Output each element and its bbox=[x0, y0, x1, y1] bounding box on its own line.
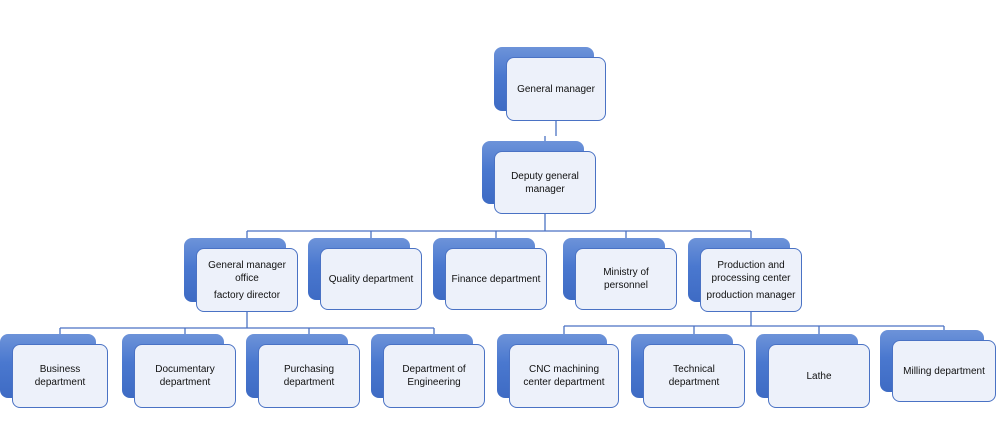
org-node-deputy-general-manager: Deputy general manager bbox=[482, 141, 596, 214]
org-node-documentary-department: Documentary department bbox=[122, 334, 236, 408]
node-title: Technical department bbox=[668, 364, 720, 388]
node-label-box: Documentary department bbox=[134, 344, 236, 408]
node-label-box: Milling department bbox=[892, 340, 996, 402]
org-node-quality-department: Quality department bbox=[308, 238, 422, 310]
node-label-box: Purchasing department bbox=[258, 344, 360, 408]
org-node-milling-department: Milling department bbox=[880, 330, 996, 402]
node-label-box: General manager bbox=[506, 57, 606, 121]
node-title: Deputy general manager bbox=[511, 170, 579, 195]
org-node-finance-department: Finance department bbox=[433, 238, 547, 310]
org-node-cnc-machining-center-department: CNC machining center department bbox=[497, 334, 619, 408]
org-node-ministry-of-personnel: Ministry of personnel bbox=[563, 238, 677, 310]
org-node-lathe: Lathe bbox=[756, 334, 870, 408]
org-node-business-department: Business department bbox=[0, 334, 108, 408]
node-label-box: Finance department bbox=[445, 248, 547, 310]
node-label-box: Technical department bbox=[643, 344, 745, 408]
node-label-box: Business department bbox=[12, 344, 108, 408]
node-title: Documentary department bbox=[155, 364, 215, 388]
node-label-box: Quality department bbox=[320, 248, 422, 310]
node-subtitle: production manager bbox=[706, 289, 796, 301]
node-title: General manager bbox=[517, 83, 595, 95]
node-title: Finance department bbox=[451, 273, 541, 285]
node-title: Production and processing center bbox=[711, 259, 791, 284]
node-label-box: Production and processing center producti… bbox=[700, 248, 802, 312]
node-title: Milling department bbox=[903, 365, 985, 377]
node-subtitle: factory director bbox=[213, 289, 281, 301]
node-label-box: Deputy general manager bbox=[494, 151, 596, 214]
node-title: General manager office bbox=[208, 259, 286, 284]
node-title: Department of Engineering bbox=[402, 364, 466, 388]
org-node-technical-department: Technical department bbox=[631, 334, 745, 408]
node-title: CNC machining center department bbox=[523, 364, 605, 388]
node-label-box: CNC machining center department bbox=[509, 344, 619, 408]
node-label-box: Ministry of personnel bbox=[575, 248, 677, 310]
node-label-box: General manager office factory director bbox=[196, 248, 298, 312]
node-title: Lathe bbox=[806, 370, 832, 382]
node-label-box: Department of Engineering bbox=[383, 344, 485, 408]
org-node-production-and-processing-center: Production and processing center producti… bbox=[688, 238, 802, 312]
node-title: Quality department bbox=[328, 273, 414, 285]
node-label-box: Lathe bbox=[768, 344, 870, 408]
org-node-department-of-engineering: Department of Engineering bbox=[371, 334, 485, 408]
org-node-general-manager: General manager bbox=[494, 47, 606, 121]
node-title: Purchasing department bbox=[283, 364, 335, 388]
org-node-purchasing-department: Purchasing department bbox=[246, 334, 360, 408]
node-title: Ministry of personnel bbox=[603, 267, 649, 291]
org-node-general-manager-office: General manager office factory director bbox=[184, 238, 298, 312]
node-title: Business department bbox=[34, 364, 86, 388]
